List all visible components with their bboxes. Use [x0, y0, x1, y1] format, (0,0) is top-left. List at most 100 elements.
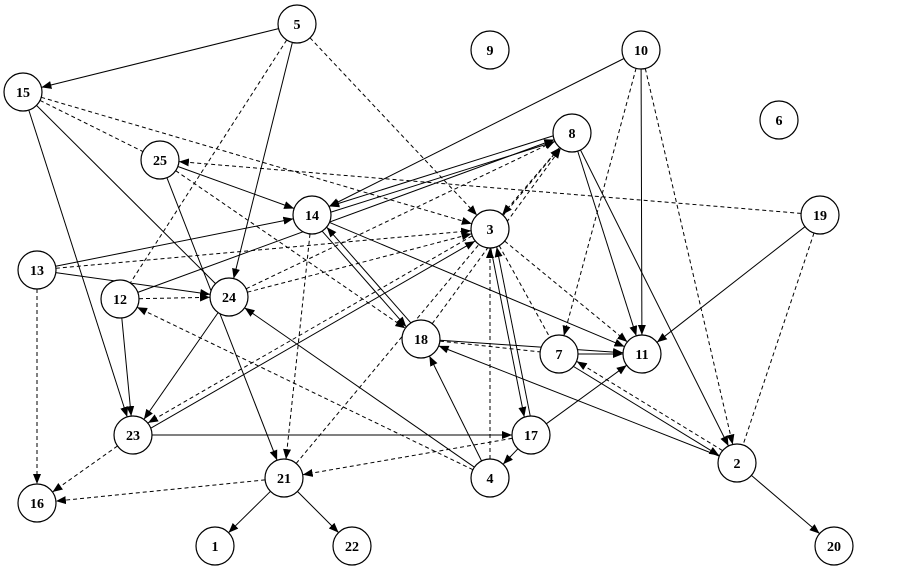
- node-label-4: 4: [487, 472, 494, 487]
- edge-19-to-2: [742, 232, 815, 446]
- node-label-6: 6: [776, 114, 783, 129]
- node-circle-6: [759, 100, 799, 140]
- edge-4-to-24: [244, 307, 475, 468]
- edge-2-to-18: [438, 345, 720, 457]
- edge-5-to-24: [232, 42, 293, 279]
- edge-23-to-16: [52, 445, 118, 493]
- edge-25-to-14: [177, 166, 295, 209]
- node-9: 9: [470, 30, 510, 70]
- node-circle-21: [264, 458, 304, 498]
- edge-17-to-3: [494, 246, 531, 416]
- edge-8-to-3: [501, 147, 561, 215]
- edge-3-to-17: [490, 248, 527, 418]
- node-label-21: 21: [277, 472, 291, 487]
- edge-17-to-4: [502, 448, 519, 465]
- node-label-9: 9: [487, 44, 494, 59]
- node-label-22: 22: [345, 540, 359, 555]
- edge-10-to-14: [328, 58, 625, 207]
- edge-13-to-3: [55, 227, 472, 269]
- node-circle-25: [140, 140, 180, 180]
- node-11: 11: [622, 334, 662, 374]
- edge-10-to-2: [644, 68, 735, 445]
- node-7: 7: [539, 334, 579, 374]
- edge-3-to-7: [498, 245, 551, 338]
- node-label-19: 19: [813, 209, 827, 224]
- edge-13-to-14: [55, 216, 294, 267]
- edge-18-to-14: [326, 226, 412, 324]
- node-label-15: 15: [16, 86, 30, 101]
- node-label-3: 3: [487, 223, 494, 238]
- node-label-11: 11: [635, 348, 648, 363]
- node-19: 19: [800, 195, 840, 235]
- edge-2-to-7: [576, 360, 723, 451]
- node-label-24: 24: [222, 291, 236, 306]
- node-circle-15: [3, 72, 43, 112]
- node-label-23: 23: [126, 429, 140, 444]
- node-circle-12: [100, 279, 140, 319]
- node-circle-13: [17, 250, 57, 290]
- edge-23-to-3: [150, 240, 476, 429]
- node-5: 5: [277, 4, 317, 44]
- edge-3-to-11: [504, 240, 628, 343]
- edge-15-to-25: [39, 99, 144, 153]
- edge-12-to-23: [121, 317, 135, 417]
- edge-24-to-3: [247, 232, 472, 293]
- node-circle-24: [209, 277, 249, 317]
- node-label-13: 13: [30, 264, 44, 279]
- edge-2-to-20: [751, 475, 820, 534]
- node-label-20: 20: [827, 540, 841, 555]
- node-1: 1: [195, 526, 235, 566]
- node-20: 20: [814, 526, 854, 566]
- node-circle-14: [292, 195, 332, 235]
- node-16: 16: [17, 483, 57, 523]
- node-circle-16: [17, 483, 57, 523]
- edge-17-to-21: [302, 437, 513, 477]
- node-23: 23: [113, 415, 153, 455]
- edge-14-to-21: [283, 233, 311, 460]
- node-circle-9: [470, 30, 510, 70]
- edge-5-to-12: [129, 39, 288, 284]
- edge-5-to-3: [309, 37, 478, 216]
- node-circle-22: [332, 526, 372, 566]
- node-circle-2: [717, 443, 757, 483]
- edge-19-to-11: [656, 226, 806, 343]
- edge-15-to-3: [41, 96, 472, 225]
- node-22: 22: [332, 526, 372, 566]
- node-13: 13: [17, 250, 57, 290]
- edge-17-to-11: [546, 364, 627, 425]
- node-label-10: 10: [634, 44, 648, 59]
- node-label-8: 8: [569, 127, 576, 142]
- node-circle-1: [195, 526, 235, 566]
- edge-21-to-8: [295, 147, 561, 464]
- node-label-25: 25: [153, 154, 167, 169]
- node-21: 21: [264, 458, 304, 498]
- node-circle-8: [552, 113, 592, 153]
- node-circle-3: [470, 209, 510, 249]
- edge-5-to-15: [41, 28, 279, 89]
- edge-21-to-1: [228, 490, 271, 534]
- node-label-17: 17: [524, 429, 538, 444]
- node-circle-4: [470, 458, 510, 498]
- node-6: 6: [759, 100, 799, 140]
- edge-19-to-25: [178, 158, 802, 214]
- edge-10-to-11: [637, 68, 646, 336]
- edge-7-to-2: [573, 366, 720, 457]
- node-12: 12: [100, 279, 140, 319]
- node-circle-19: [800, 195, 840, 235]
- node-14: 14: [292, 195, 332, 235]
- node-circle-23: [113, 415, 153, 455]
- node-label-5: 5: [294, 18, 301, 33]
- node-circle-5: [277, 4, 317, 44]
- node-circle-7: [539, 334, 579, 374]
- edge-24-to-8: [245, 140, 556, 290]
- node-label-14: 14: [305, 209, 319, 224]
- edge-12-to-24: [138, 293, 211, 302]
- node-17: 17: [511, 415, 551, 455]
- edge-13-to-24: [55, 272, 211, 297]
- edge-18-to-11: [439, 339, 624, 357]
- node-circle-11: [622, 334, 662, 374]
- node-18: 18: [401, 319, 441, 359]
- edge-21-to-16: [55, 479, 266, 505]
